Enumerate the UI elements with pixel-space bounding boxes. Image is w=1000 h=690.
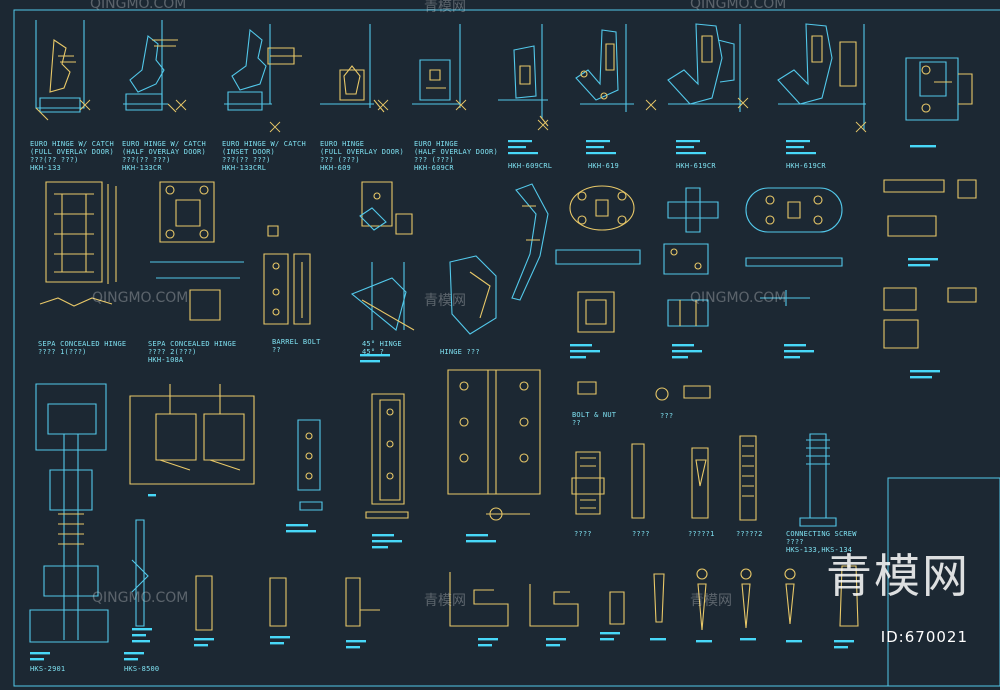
- watermark: QINGMO.COM: [690, 290, 787, 306]
- asset-id: ID:670021: [880, 628, 968, 646]
- round-hinge-plate: [555, 185, 641, 333]
- sheet-border: [13, 9, 1000, 687]
- sliding-door-roller: [29, 383, 109, 643]
- label-hkh-619: HKH-619: [588, 162, 619, 170]
- euro-hinge-hkh-609: [320, 24, 385, 113]
- label-euro-hinge-hkh-609cr: EURO HINGE (HALF OVERLAY DOOR) ??? (???)…: [414, 140, 498, 172]
- euro-hinge-hkh-609crl: [498, 24, 549, 127]
- label-sepa-concealed-hinge-2: SEPA CONCEALED HINGE ???? 2(???) HKH-108…: [148, 340, 237, 364]
- hinge-45-degree: [350, 181, 415, 331]
- sepa-concealed-hinge-2: [150, 181, 244, 321]
- euro-hinge-hkh-133cr: [123, 20, 178, 113]
- barrel-bolt: [263, 225, 311, 325]
- label-anchor-1: ?????1: [688, 530, 715, 538]
- label-hkh-619cr: HKH-619CR: [676, 162, 716, 170]
- euro-hinge-hkh-133crl: [224, 24, 302, 111]
- label-hkh-609crl: HKH-609CRL: [508, 162, 553, 170]
- label-bolt-a: ????: [574, 530, 592, 538]
- euro-hinge-hkh-133: [35, 20, 85, 121]
- euro-hinge-hkh-619cr-2: [777, 23, 866, 130]
- wood-screws: [653, 565, 859, 631]
- track-profiles: [131, 519, 380, 631]
- watermark: 青模网: [424, 0, 466, 15]
- butt-hinge-medium: [365, 393, 409, 519]
- label-hkh-619cr-2: HKH-619CR: [786, 162, 826, 170]
- watermark: 青模网: [690, 593, 732, 609]
- watermark: QINGMO.COM: [92, 590, 189, 606]
- connecting-screw: [799, 433, 837, 527]
- label-hks-8500: HKS-8500: [124, 665, 160, 673]
- label-euro-hinge-hkh-609: EURO HINGE (FULL OVERLAY DOOR) ??? (???)…: [320, 140, 404, 172]
- label-sepa-concealed-hinge-1: SEPA CONCEALED HINGE ???? 1(???): [38, 340, 127, 356]
- channel-profiles: [449, 572, 625, 627]
- label-bolt-b: ????: [632, 530, 650, 538]
- watermark: QINGMO.COM: [690, 0, 787, 12]
- cabinet-latch: [905, 57, 973, 121]
- watermark: 青模网: [424, 293, 466, 309]
- label-connecting-screw: CONNECTING SCREW ???? HKS-133,HKS-134: [786, 530, 857, 554]
- title-block: [887, 477, 1000, 687]
- magnetic-catch: [883, 179, 977, 349]
- label-barrel-bolt: BARREL BOLT ??: [272, 338, 321, 354]
- label-euro-hinge-hkh-133crl: EURO HINGE W/ CATCH (INSET DOOR) ???(?? …: [222, 140, 306, 172]
- euro-hinge-hkh-619: [575, 24, 634, 112]
- butt-hinge-small: [297, 419, 323, 511]
- label-bolt-and-nut: BOLT & NUT ??: [572, 411, 617, 427]
- watermark: QINGMO.COM: [90, 0, 187, 12]
- label-hinge-45: 45° HINGE 45° ?: [362, 340, 402, 356]
- bolt-and-nut: [571, 381, 711, 515]
- label-hks-2901: HKS-2901: [30, 665, 66, 673]
- cross-hinge: [663, 187, 719, 327]
- butt-hinge-large: [447, 369, 541, 521]
- oval-hinge-plate: [745, 187, 843, 306]
- label-anchor-2: ?????2: [736, 530, 763, 538]
- label-washer: ???: [660, 412, 674, 420]
- sliding-roller-pair: [129, 384, 255, 485]
- anchor-bolts: [631, 435, 757, 521]
- sepa-concealed-hinge-1: [39, 181, 117, 307]
- label-euro-hinge-hkh-133: EURO HINGE W/ CATCH (FULL OVERLAY DOOR) …: [30, 140, 114, 172]
- label-hinge: HINGE ???: [440, 348, 480, 356]
- brand-logo-text: 青模网: [826, 549, 970, 603]
- euro-hinge-hkh-609cr: [412, 24, 461, 108]
- watermark: QINGMO.COM: [92, 290, 189, 306]
- watermark: 青模网: [424, 593, 466, 609]
- euro-hinge-hkh-619cr: [667, 23, 742, 112]
- label-euro-hinge-hkh-133cr: EURO HINGE W/ CATCH (HALF OVERLAY DOOR) …: [122, 140, 206, 172]
- hinge-curved: [449, 183, 549, 335]
